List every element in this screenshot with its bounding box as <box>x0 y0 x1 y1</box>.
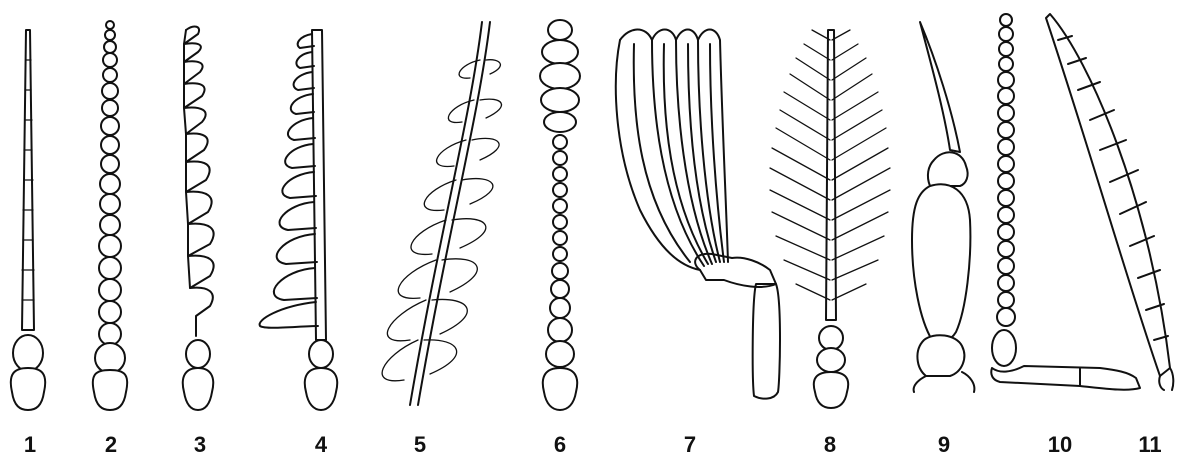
antenna-8-drawing <box>770 30 890 408</box>
antenna-6-drawing <box>540 20 580 410</box>
antenna-9-drawing <box>912 22 974 392</box>
antenna-2-drawing <box>93 21 127 410</box>
label-10: 10 <box>1048 432 1072 457</box>
label-11: 11 <box>1138 432 1161 457</box>
antenna-7-drawing <box>616 30 780 399</box>
antenna-11-drawing <box>1046 14 1173 390</box>
label-8: 8 <box>824 432 836 457</box>
label-1: 1 <box>24 432 36 457</box>
antenna-3-drawing <box>183 27 214 410</box>
antenna-1-drawing <box>11 30 45 410</box>
label-2: 2 <box>105 432 117 457</box>
antenna-10-drawing <box>991 14 1140 390</box>
label-4: 4 <box>315 432 328 457</box>
antenna-4-drawing <box>260 30 338 410</box>
label-7: 7 <box>684 432 696 457</box>
label-9: 9 <box>938 432 950 457</box>
label-3: 3 <box>194 432 206 457</box>
label-5: 5 <box>414 432 426 457</box>
antenna-5-drawing <box>382 22 501 405</box>
label-6: 6 <box>554 432 566 457</box>
